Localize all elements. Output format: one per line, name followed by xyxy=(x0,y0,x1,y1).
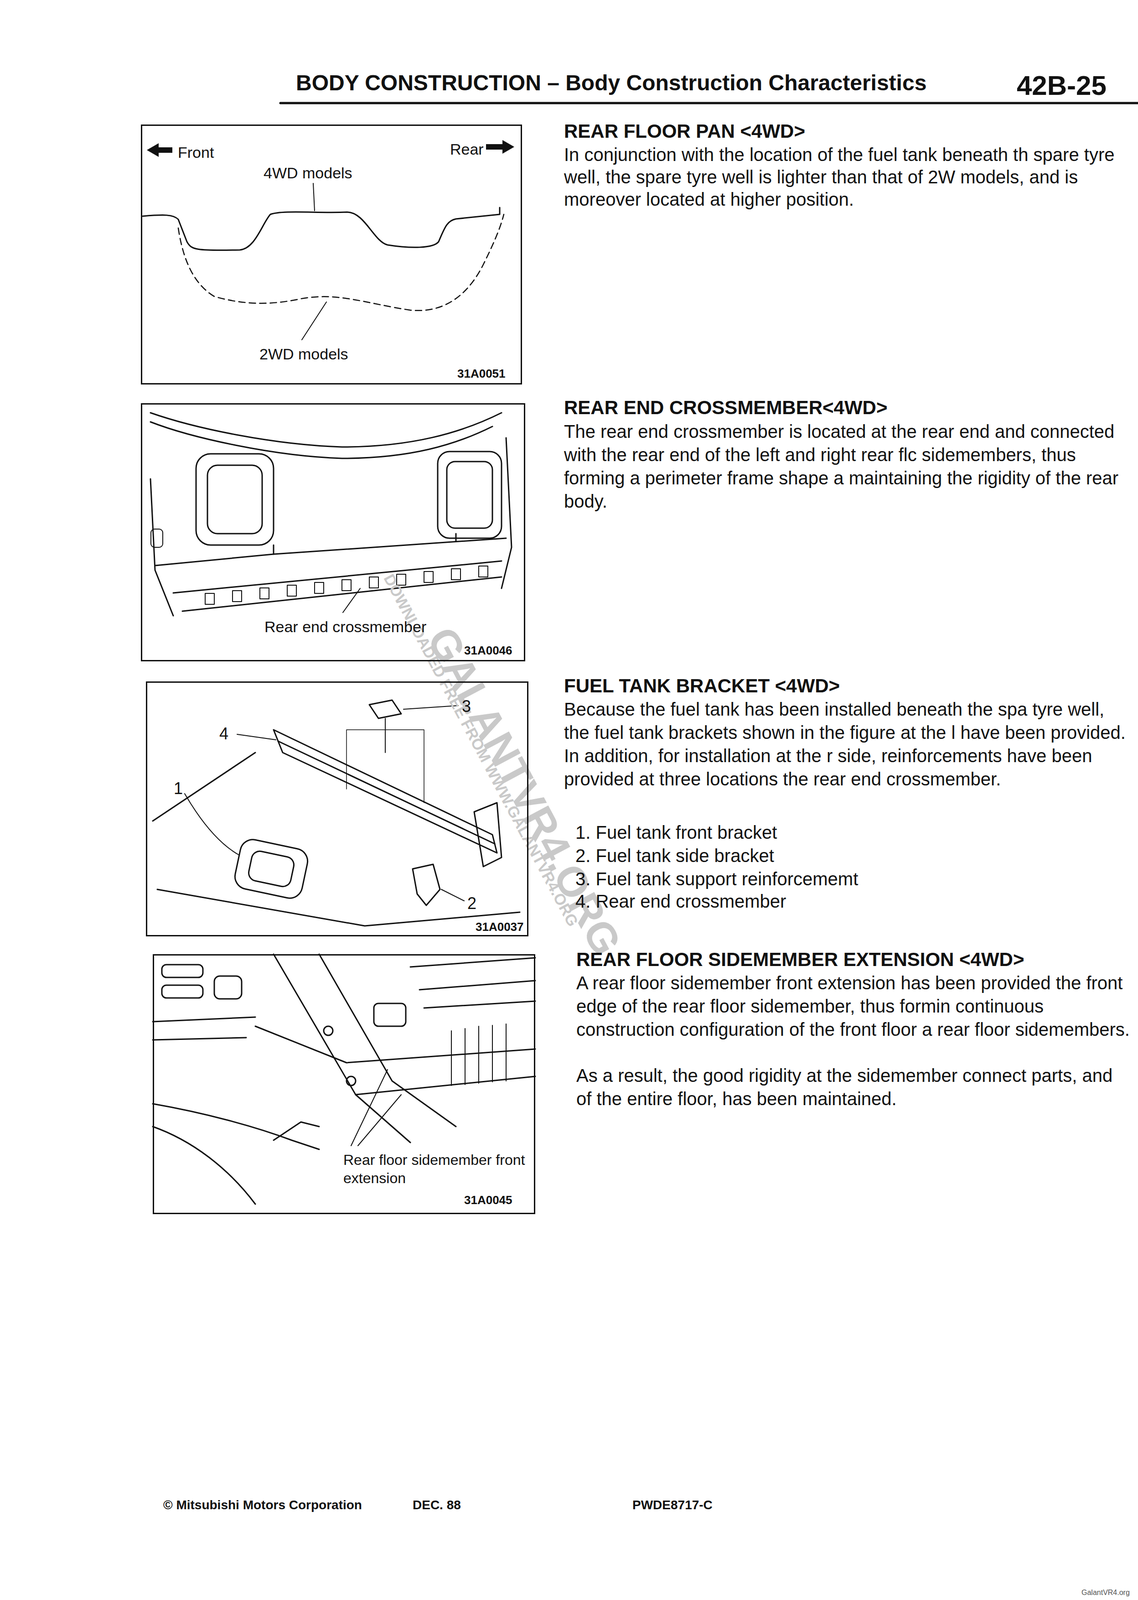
section-heading: REAR END CROSSMEMBER<4WD> xyxy=(563,395,888,420)
figure-code: 31A0046 xyxy=(464,642,513,658)
document-code: PWDE8717-C xyxy=(632,1496,713,1513)
watermark: GalantVR4.org xyxy=(1081,1587,1130,1597)
section-heading: FUEL TANK BRACKET <4WD> xyxy=(563,673,840,699)
body-text: In conjunction with the location of the … xyxy=(563,143,1132,211)
section-heading: REAR FLOOR SIDEMEMBER EXTENSION <4WD> xyxy=(576,947,1025,972)
figure-frame: Rear end crossmember 31A0046 xyxy=(140,403,526,662)
body-text: Because the fuel tank has been installed… xyxy=(563,697,1132,791)
part-label: Rear end crossmember xyxy=(264,616,427,637)
floor-pan-profile xyxy=(142,139,515,340)
figure-frame: Front Rear 4WD models 2WD models 31A0051 xyxy=(140,124,523,385)
rear-body-drawing xyxy=(150,412,512,616)
page-number: 42B-25 xyxy=(1016,68,1107,103)
page-title: BODY CONSTRUCTION – Body Construction Ch… xyxy=(295,69,927,97)
figure-code: 31A0037 xyxy=(475,919,524,935)
body-text: A rear floor sidemember front extension … xyxy=(576,971,1132,1041)
callout-number: 2 xyxy=(467,892,477,914)
direction-label: Rear xyxy=(450,139,484,160)
figure-frame: Rear floor sidemember front extension 31A… xyxy=(152,953,536,1214)
figure-code: 31A0045 xyxy=(464,1192,513,1208)
part-label: 4WD models xyxy=(263,163,353,183)
floor-structure-drawing xyxy=(152,953,536,1204)
list-item: 1. Fuel tank front bracket xyxy=(575,820,777,844)
section-heading: REAR FLOOR PAN <4WD> xyxy=(563,119,806,144)
body-text: The rear end crossmember is located at t… xyxy=(563,419,1132,513)
header-rule xyxy=(280,102,1138,105)
callout-number: 3 xyxy=(461,695,471,717)
callout-number: 4 xyxy=(219,723,229,744)
figure-frame: 1 2 3 4 31A0037 xyxy=(145,681,529,937)
date: DEC. 88 xyxy=(412,1496,461,1513)
direction-label: Front xyxy=(177,142,214,163)
callout-number: 1 xyxy=(173,777,183,799)
part-label: 2WD models xyxy=(259,344,349,364)
list-item: 4. Rear end crossmember xyxy=(575,889,787,913)
list-item: 2. Fuel tank side bracket xyxy=(575,843,775,867)
list-item: 3. Fuel tank support reinforcememt xyxy=(575,867,859,890)
part-label: Rear floor sidemember front extension xyxy=(343,1150,526,1187)
body-text: As a result, the good rigidity at the si… xyxy=(576,1063,1132,1111)
figure-code: 31A0051 xyxy=(457,366,506,382)
copyright: © Mitsubishi Motors Corporation xyxy=(163,1496,363,1513)
